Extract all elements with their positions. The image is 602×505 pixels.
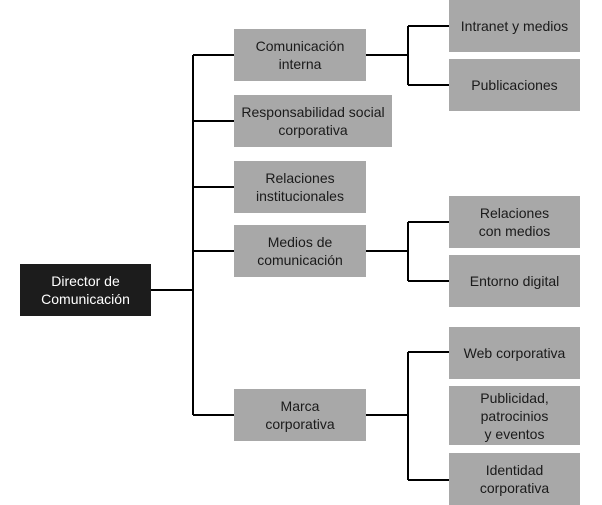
- entorno-digital-node: Entorno digital: [449, 255, 580, 307]
- relaciones-institucionales-node: Relaciones institucionales: [234, 161, 366, 213]
- intranet-medios-node: Intranet y medios: [449, 0, 580, 52]
- director-comunicacion-node: Director de Comunicación: [20, 264, 151, 316]
- web-corporativa-node: Web corporativa: [449, 327, 580, 379]
- medios-comunicacion-node: Medios de comunicación: [234, 225, 366, 277]
- relaciones-medios-node: Relaciones con medios: [449, 196, 580, 248]
- marca-corporativa-node: Marca corporativa: [234, 389, 366, 441]
- responsabilidad-social-node: Responsabilidad social corporativa: [234, 95, 392, 147]
- publicaciones-node: Publicaciones: [449, 59, 580, 111]
- identidad-corporativa-node: Identidad corporativa: [449, 453, 580, 505]
- publicidad-patrocinios-node: Publicidad, patrocinios y eventos: [449, 386, 580, 445]
- comunicacion-interna-node: Comunicación interna: [234, 29, 366, 81]
